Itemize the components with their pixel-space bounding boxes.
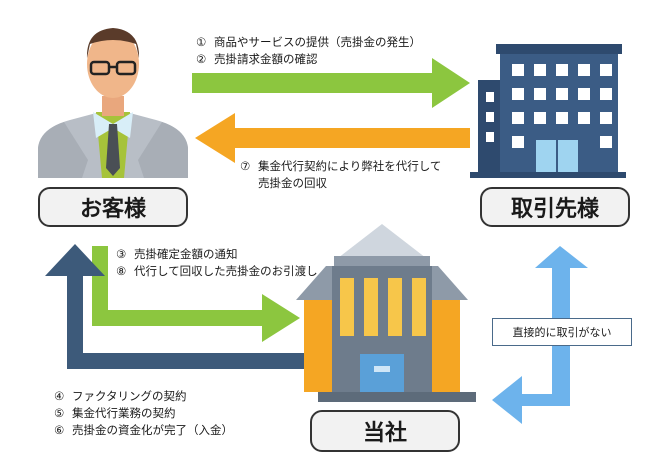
no-direct-transaction-callout: 直接的に取引がない <box>492 318 632 346</box>
arrow-partner-to-customer <box>195 113 470 163</box>
arrow-company-to-customer <box>45 244 304 369</box>
arrow-customer-to-company <box>92 246 300 342</box>
customer-node-label: お客様 <box>38 187 188 227</box>
company-building-icon <box>296 224 476 402</box>
partner-node-label: 取引先様 <box>480 187 630 227</box>
arrow-partner-company-indirect <box>492 246 588 424</box>
partner-building-icon <box>470 44 626 178</box>
company-node-label: 当社 <box>310 410 460 452</box>
arrow-customer-to-partner <box>192 58 470 108</box>
customer-person-icon <box>38 28 188 178</box>
step-7-cont: 売掛金の回収 <box>258 176 327 190</box>
